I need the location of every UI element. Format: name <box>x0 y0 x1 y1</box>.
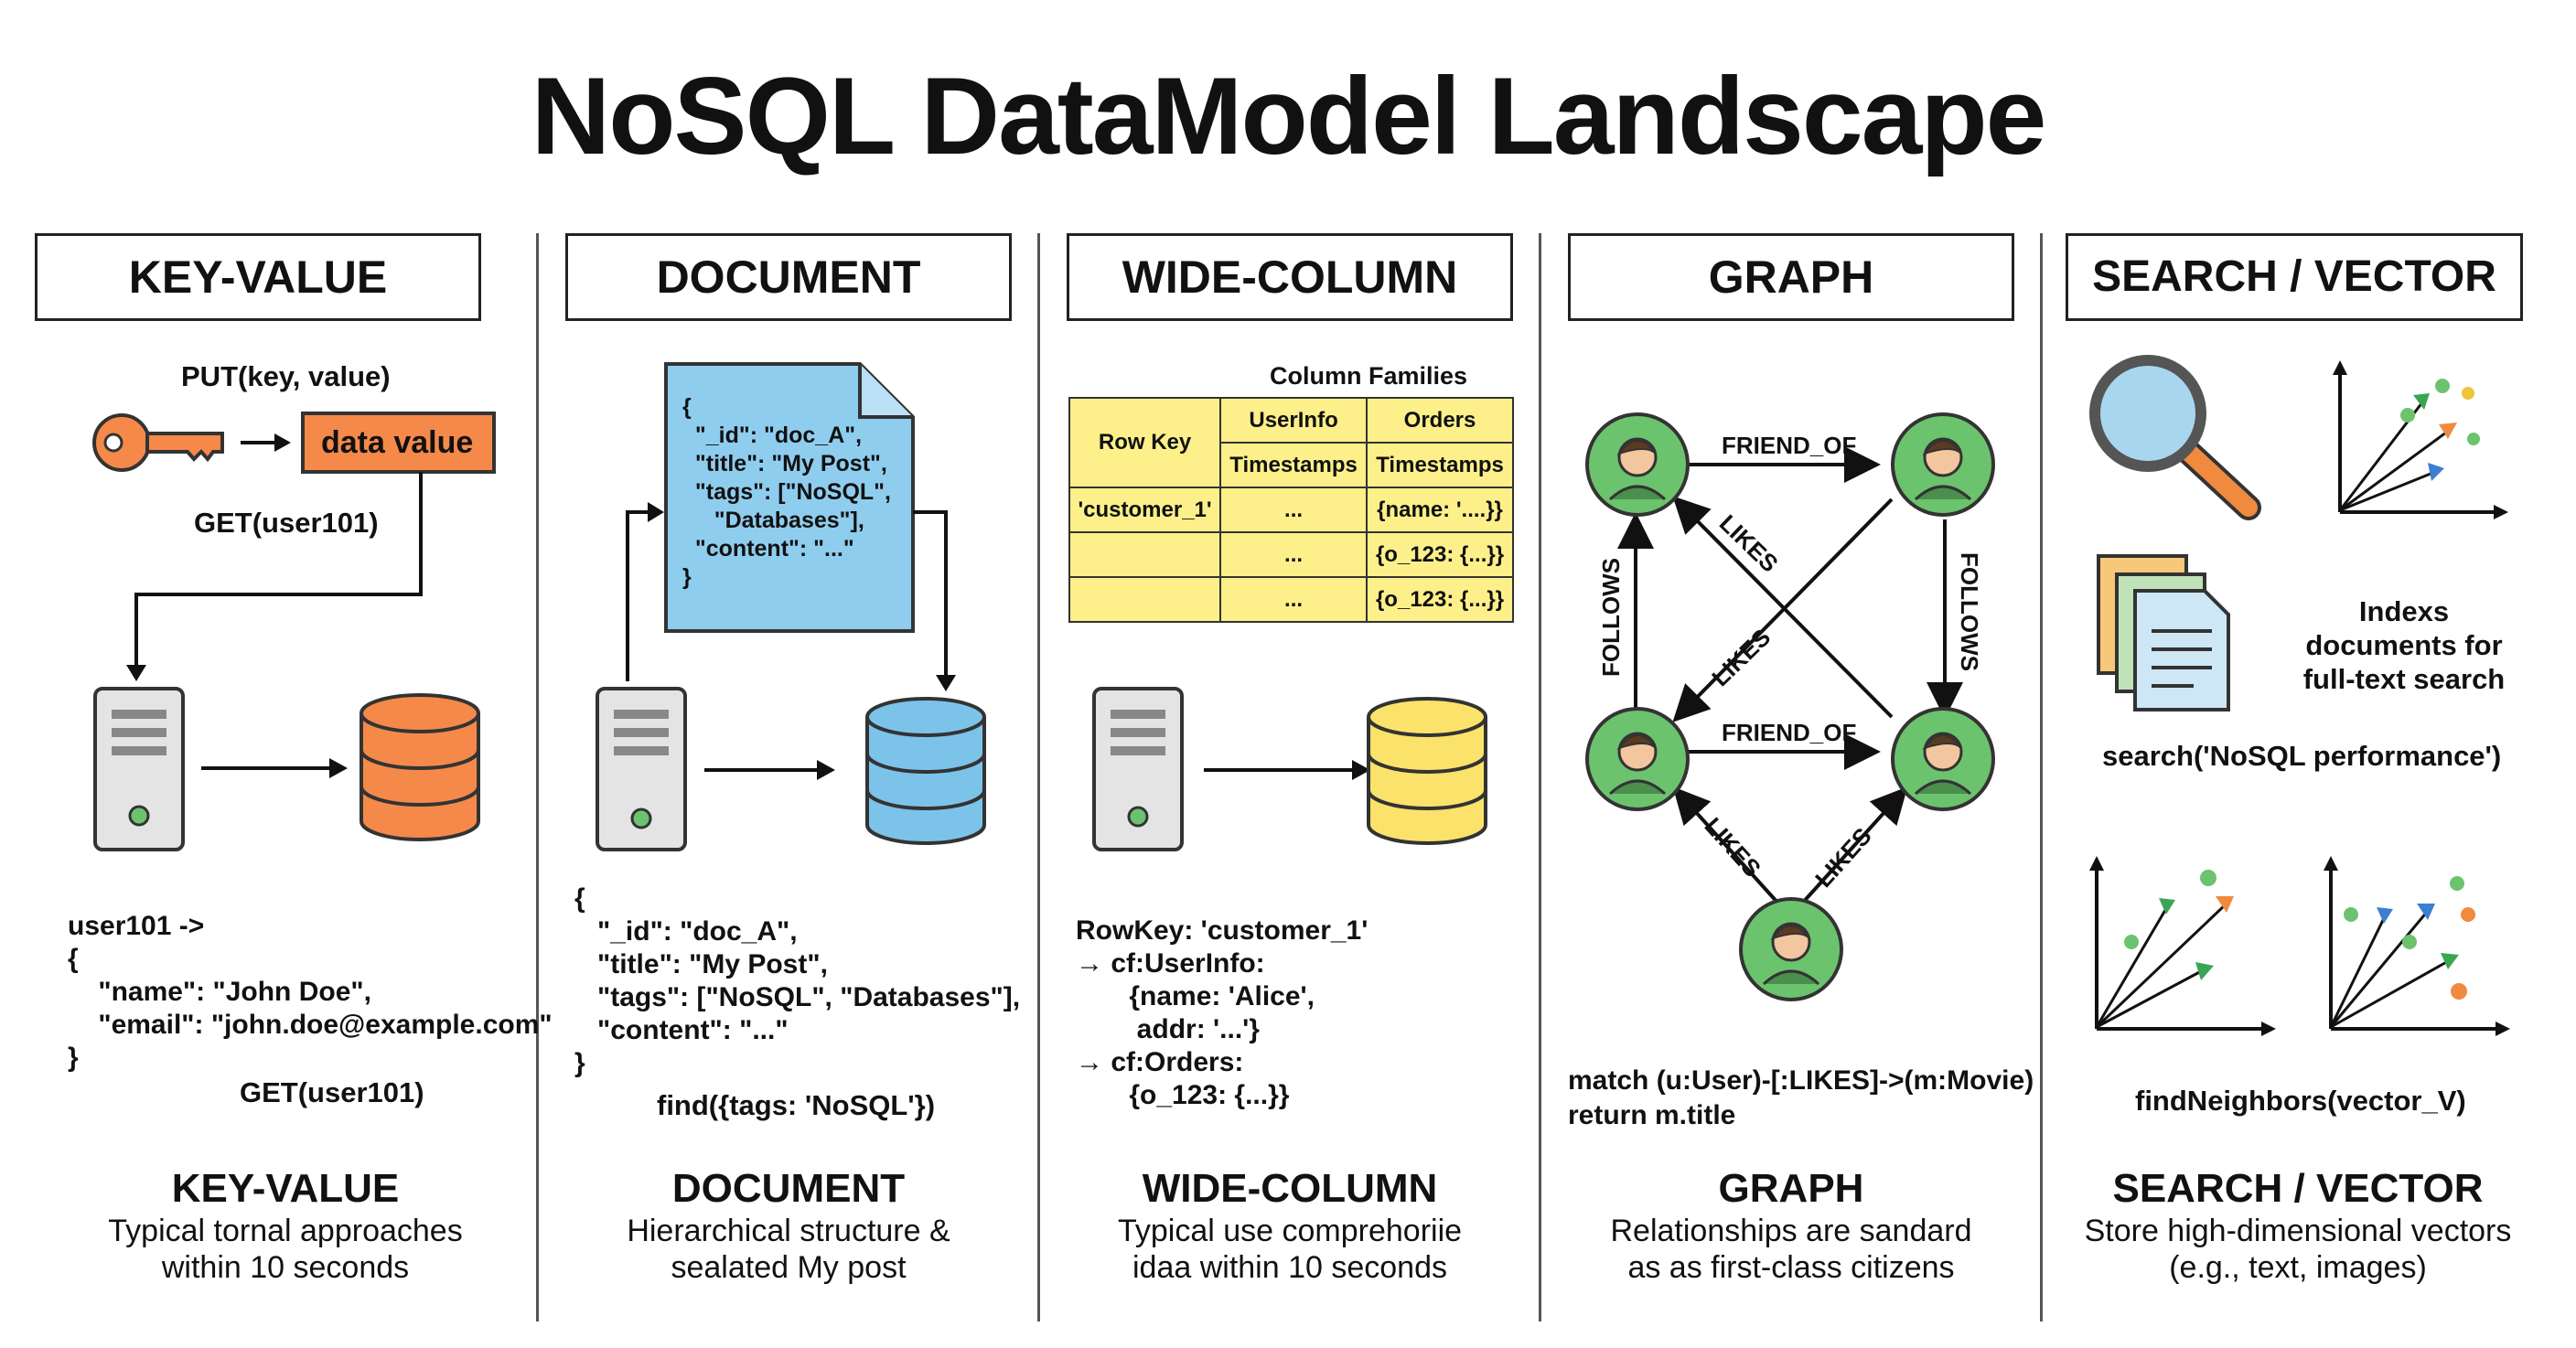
document-icon <box>664 362 915 633</box>
table-row: 'customer_1' ... {name: '....}} <box>1068 487 1514 533</box>
database-icon <box>865 697 986 845</box>
column-divider <box>1539 233 1541 1321</box>
graph-diagram: FRIEND_OF FRIEND_OF FOLLOWS FOLLOWS LIKE… <box>1585 412 1995 1001</box>
edge-likes <box>1672 496 1894 719</box>
user-node-icon <box>1585 412 1690 517</box>
magnifier-icon <box>2089 355 2261 520</box>
document-column: DOCUMENT { "_id": "doc_A", "title": "My … <box>565 0 1067 1348</box>
wide-column-column: WIDE-COLUMN Column Families Row Key User… <box>1067 0 1568 1348</box>
server-icon <box>596 687 687 851</box>
row-key-header: Row Key <box>1068 397 1222 488</box>
edge-label: FRIEND_OF <box>1722 432 1856 459</box>
graph-footer-desc: Relationships are sandard as as first-cl… <box>1610 1214 1972 1285</box>
data-value-box <box>301 412 496 474</box>
vector-query: findNeighbors(vector_V) <box>2135 1085 2466 1117</box>
search-vector-footer-desc: Store high-dimensional vectors (e.g., te… <box>2084 1214 2512 1285</box>
wide-column-header: WIDE-COLUMN <box>1067 233 1513 321</box>
search-vector-footer-title: SEARCH / VECTOR <box>2112 1166 2484 1211</box>
edge-label: LIKES <box>1700 812 1767 883</box>
document-json: { "_id": "doc_A", "title": "My Post", "t… <box>682 394 891 590</box>
database-icon <box>1367 697 1487 845</box>
table-row: ... {o_123: {...}} <box>1068 531 1514 578</box>
user-node-icon <box>1585 707 1690 811</box>
server-icon <box>93 687 185 851</box>
table-row: ... {o_123: {...}} <box>1068 576 1514 623</box>
vector-plot-icon <box>2324 856 2510 1036</box>
column-divider <box>536 233 539 1321</box>
table-cell <box>1068 531 1222 578</box>
value-box-label: data value <box>321 425 474 460</box>
documents-icon <box>2097 554 2230 711</box>
search-vector-column: SEARCH / VECTOR <box>2066 0 2567 1348</box>
get-label-secondary: GET(user101) <box>240 1076 424 1108</box>
key-value-footer-desc: Typical tornal approaches within 10 seco… <box>108 1214 463 1285</box>
graph-query: match (u:User)-[:LIKES]->(m:Movie) retur… <box>1568 1065 2034 1130</box>
key-icon <box>92 413 224 472</box>
table-cell <box>1068 576 1222 623</box>
edge-likes <box>1672 786 1782 907</box>
subheader: Timestamps <box>1219 442 1368 488</box>
edge-label: LIKES <box>1809 822 1877 893</box>
column-divider <box>1037 233 1040 1321</box>
key-value-header: KEY-VALUE <box>35 233 481 321</box>
user-node-icon <box>1739 897 1843 1001</box>
table-cell: ... <box>1219 487 1368 533</box>
key-value-footer-title: KEY-VALUE <box>171 1166 400 1211</box>
search-query: search('NoSQL performance') <box>2102 740 2502 772</box>
graph-column: GRAPH FRIEND_OF FRIEND_OF <box>1568 0 2069 1348</box>
vector-plot-icon <box>2089 856 2276 1036</box>
server-icon <box>1092 687 1184 851</box>
family-header: UserInfo <box>1219 397 1368 444</box>
table-cell: 'customer_1' <box>1068 487 1222 533</box>
document-query: find({tags: 'NoSQL'}) <box>657 1089 936 1121</box>
document-code: { "_id": "doc_A", "title": "My Post", "t… <box>574 883 1021 1078</box>
graph-footer-title: GRAPH <box>1718 1166 1864 1211</box>
search-vector-header: SEARCH / VECTOR <box>2066 233 2523 321</box>
edge-label: LIKES <box>1714 509 1784 578</box>
table-cell: ... <box>1219 531 1368 578</box>
graph-header: GRAPH <box>1568 233 2014 321</box>
table-cell: {name: '....}} <box>1366 487 1514 533</box>
key-value-code: user101 -> { "name": "John Doe", "email"… <box>68 911 553 1073</box>
column-family-table: Row Key UserInfo Orders Timestamps Times… <box>1068 397 1514 623</box>
get-label: GET(user101) <box>194 507 379 539</box>
database-icon <box>360 693 480 841</box>
family-header: Orders <box>1366 397 1514 444</box>
column-divider <box>2040 233 2043 1321</box>
user-node-icon <box>1891 412 1995 517</box>
key-value-column: KEY-VALUE PUT(key, value) d <box>35 0 553 1348</box>
table-cell: {o_123: {...}} <box>1366 531 1514 578</box>
wide-column-code: RowKey: 'customer_1' → cf:UserInfo: {nam… <box>1076 915 1368 1110</box>
search-vector-diagram <box>2089 355 2510 1036</box>
column-families-label: Column Families <box>1270 362 1468 390</box>
table-cell: {o_123: {...}} <box>1366 576 1514 623</box>
edge-label: FOLLOWS <box>1597 558 1625 677</box>
edge-likes <box>1798 786 1908 907</box>
document-diagram <box>596 362 986 851</box>
subheader: Timestamps <box>1366 442 1514 488</box>
document-header: DOCUMENT <box>565 233 1012 321</box>
index-description: Indexs documents for full-text search <box>2302 595 2506 695</box>
table-cell: ... <box>1219 576 1368 623</box>
page-title: NoSQL DataModel Landscape <box>531 55 2047 177</box>
key-value-diagram <box>92 412 496 851</box>
edge-label: FOLLOWS <box>1956 552 1983 671</box>
wide-column-diagram <box>1092 687 1487 851</box>
vector-plot-icon <box>2333 360 2508 519</box>
wide-column-footer-desc: Typical use comprehoriie idaa within 10 … <box>1117 1214 1463 1285</box>
document-footer-desc: Hierarchical structure & sealated My pos… <box>627 1214 950 1285</box>
user-node-icon <box>1891 707 1995 811</box>
wide-column-footer-title: WIDE-COLUMN <box>1142 1166 1438 1211</box>
edge-label: LIKES <box>1706 624 1776 692</box>
edge-label: FRIEND_OF <box>1722 719 1856 746</box>
put-label: PUT(key, value) <box>181 360 391 392</box>
arrow-right-icon <box>241 433 291 452</box>
document-footer-title: DOCUMENT <box>671 1166 906 1211</box>
